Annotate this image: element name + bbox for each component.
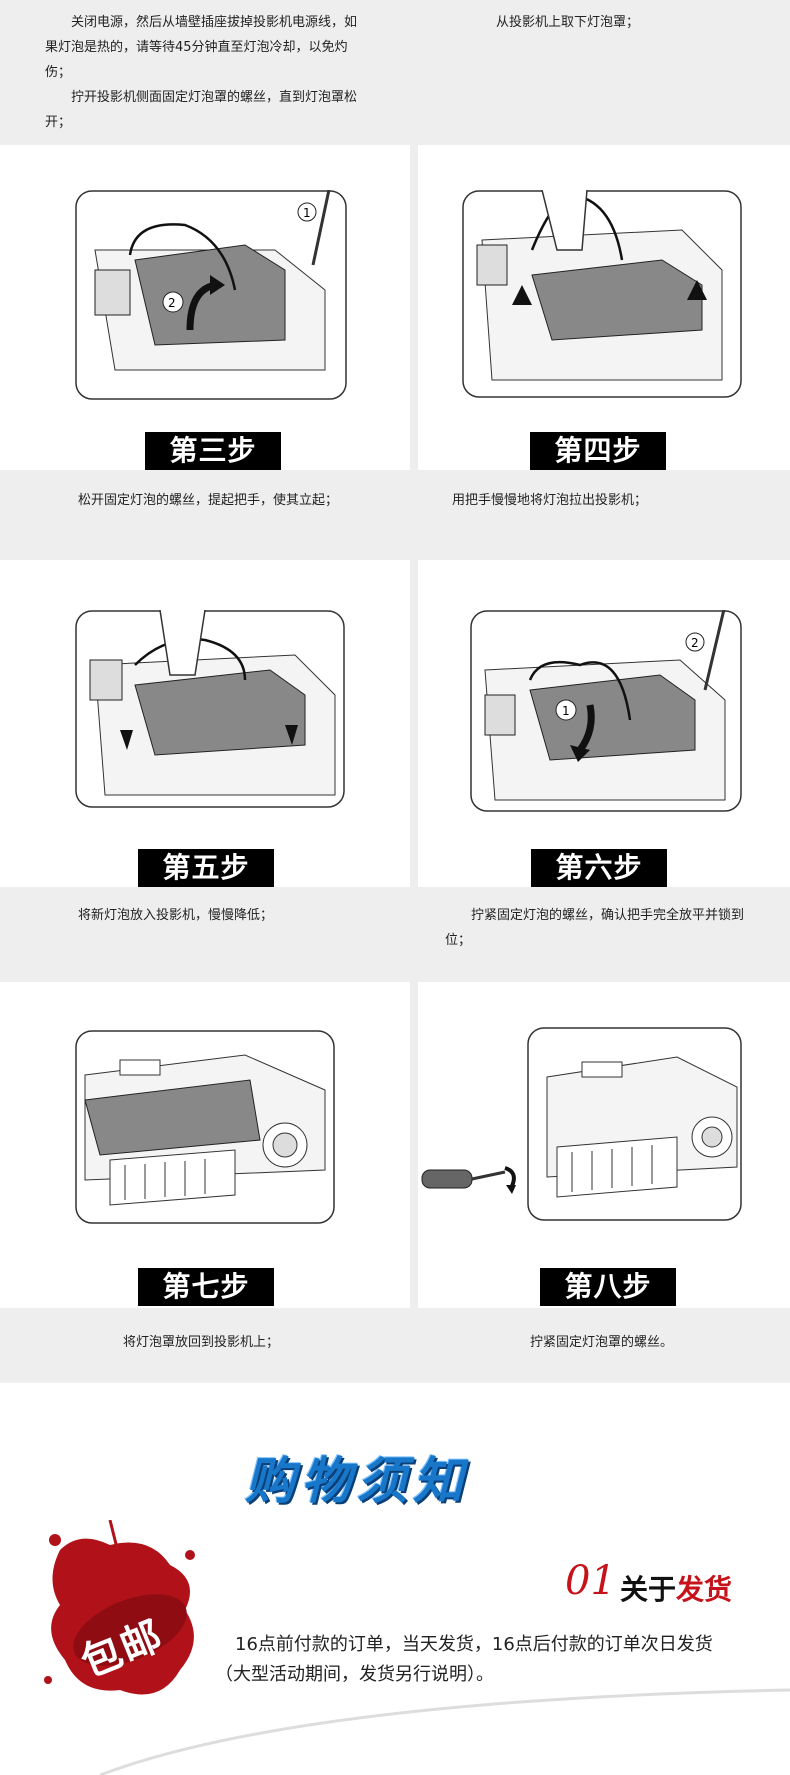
screwdriver-illustration [420,1150,530,1205]
step-1-text-2: 拧开投影机侧面固定灯泡罩的螺丝，直到灯泡罩松开； [45,90,358,130]
step-4-caption: 用把手慢慢地将灯泡拉出投影机； [452,493,648,508]
shipping-notice: 16点前付款的订单，当天发货，16点后付款的订单次日发货 （大型活动期间，发货另… [215,1630,770,1690]
step-8-illustration [527,1027,742,1222]
shipping-notice-line-2: （大型活动期间，发货另行说明）。 [215,1664,494,1685]
step-6-caption: 拧紧固定灯泡的螺丝，确认把手完全放平并锁到位； [445,903,755,953]
decorative-swoosh [99,1688,790,1775]
step-5-illustration [75,610,345,810]
step-5-label: 第五步 [138,849,274,887]
step-4-illustration [462,190,742,400]
step-1-text: 关闭电源，然后从墙壁插座拔掉投影机电源线，如果灯泡是热的，请等待45分钟直至灯泡… [45,15,358,80]
section-title: 关于发货 [620,1568,732,1608]
step-3-label: 第三步 [145,432,281,470]
shipping-notice-line-1: 16点前付款的订单，当天发货，16点后付款的订单次日发货 [235,1634,713,1655]
step-7-caption: 将灯泡罩放回到投影机上； [123,1335,280,1350]
step-6-illustration: 1 2 [470,610,742,815]
caption-band-2 [0,887,790,982]
caption-band-1 [0,470,790,560]
section-title-highlight: 发货 [676,1573,733,1606]
shopping-notice-title: 购物须知 [245,1452,469,1510]
section-title-prefix: 关于 [620,1573,677,1606]
step-6-text: 拧紧固定灯泡的螺丝，确认把手完全放平并锁到位； [445,908,745,948]
svg-text:1: 1 [562,704,570,718]
step-8-label: 第八步 [540,1268,676,1306]
section-number: 01 [565,1558,616,1604]
step-5-caption: 将新灯泡放入投影机，慢慢降低； [78,908,274,923]
svg-text:2: 2 [691,636,699,650]
step-3-caption: 松开固定灯泡的螺丝，提起把手，使其立起； [78,493,339,508]
step-3-illustration: 2 1 [75,190,347,400]
caption-band-3 [0,1308,790,1383]
svg-text:1: 1 [303,206,311,220]
step-7-illustration [75,1030,335,1225]
top-instruction-band [0,0,790,145]
column-divider [410,145,418,1310]
step-2-text: 从投影机上取下灯泡罩； [496,15,640,30]
step-2-caption: 从投影机上取下灯泡罩； [470,10,730,35]
step-4-label: 第四步 [530,432,666,470]
svg-text:2: 2 [168,296,176,310]
free-shipping-stamp [44,1520,195,1695]
step-1-caption: 关闭电源，然后从墙壁插座拔掉投影机电源线，如果灯泡是热的，请等待45分钟直至灯泡… [45,10,360,135]
step-6-label: 第六步 [531,849,667,887]
step-8-caption: 拧紧固定灯泡罩的螺丝。 [530,1335,674,1350]
step-7-label: 第七步 [138,1268,274,1306]
